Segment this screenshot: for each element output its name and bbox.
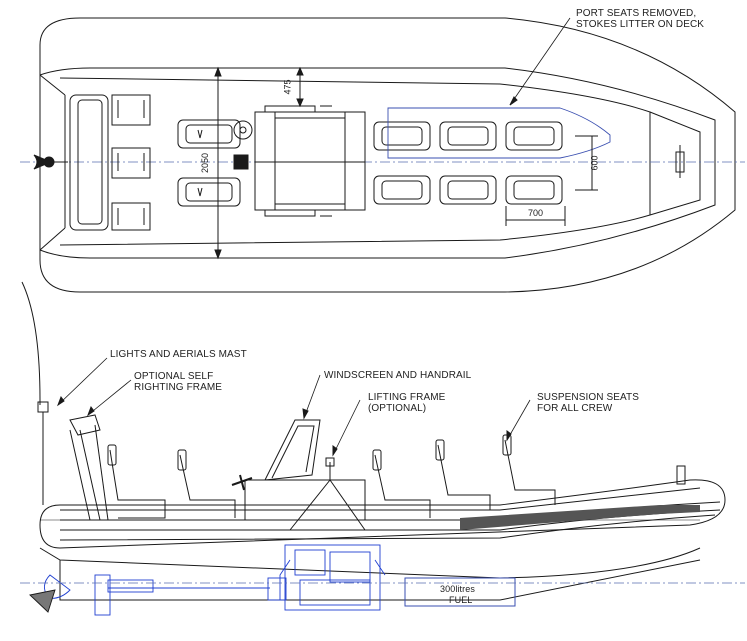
windscreen-handrail (264, 419, 321, 481)
stern-seats (111, 94, 151, 231)
callout-port-seats-line1: PORT SEATS REMOVED, (576, 8, 697, 19)
dim-console-offset-label: 475 (282, 79, 293, 95)
dim-seat-pitch-label: 700 (528, 208, 544, 218)
callout-suspension-line2: FOR ALL CREW (537, 403, 613, 414)
callout-port-seats-line2: STOKES LITTER ON DECK (576, 19, 705, 30)
stern-bench (69, 94, 109, 231)
profile-seats (107, 434, 556, 519)
plan-view-hull (39, 17, 736, 293)
forward-seats (373, 121, 563, 205)
self-righting-frame (69, 414, 109, 521)
profile-console (244, 479, 366, 521)
stokes-litter-outline (387, 107, 611, 159)
leader-self-righting (87, 379, 132, 416)
dim-seat-spacing (575, 135, 598, 191)
fuel-tank-label-line1: 300litres (440, 584, 475, 594)
mast (21, 281, 49, 505)
dim-beam (214, 66, 222, 260)
dim-beam-label: 2050 (200, 152, 211, 174)
dim-console-offset (296, 66, 304, 108)
dim-seat-spacing-label: 600 (589, 155, 600, 171)
steering-wheel-icon (233, 120, 253, 170)
lifting-frame (289, 457, 366, 531)
dim-seat-pitch (505, 206, 566, 226)
callout-self-righting-line1: OPTIONAL SELF (134, 371, 214, 382)
callout-mast: LIGHTS AND AERIALS MAST (110, 349, 247, 360)
stern-fitting-icon (33, 154, 68, 170)
callout-lifting-line1: LIFTING FRAME (368, 392, 446, 403)
fuel-tank-label-line2: FUEL (449, 595, 473, 605)
callout-self-righting-line2: RIGHTING FRAME (134, 382, 223, 393)
tube-rubbing-strake (460, 505, 700, 530)
profile-hull (39, 479, 726, 601)
stern-drive (29, 574, 154, 616)
bow-fitting-icon (675, 145, 685, 178)
callout-lifting-line2: (OPTIONAL) (368, 403, 427, 414)
bow-post (676, 465, 686, 485)
console (254, 105, 366, 217)
engine (108, 544, 386, 611)
leader-lifting (332, 399, 361, 456)
profile-wheel-icon (231, 474, 253, 491)
leader-mast (57, 357, 108, 406)
callout-windscreen: WINDSCREEN AND HANDRAIL (324, 370, 472, 381)
aft-seats (177, 119, 241, 207)
callout-suspension-line1: SUSPENSION SEATS (537, 392, 639, 403)
fuel-tank (404, 577, 516, 607)
